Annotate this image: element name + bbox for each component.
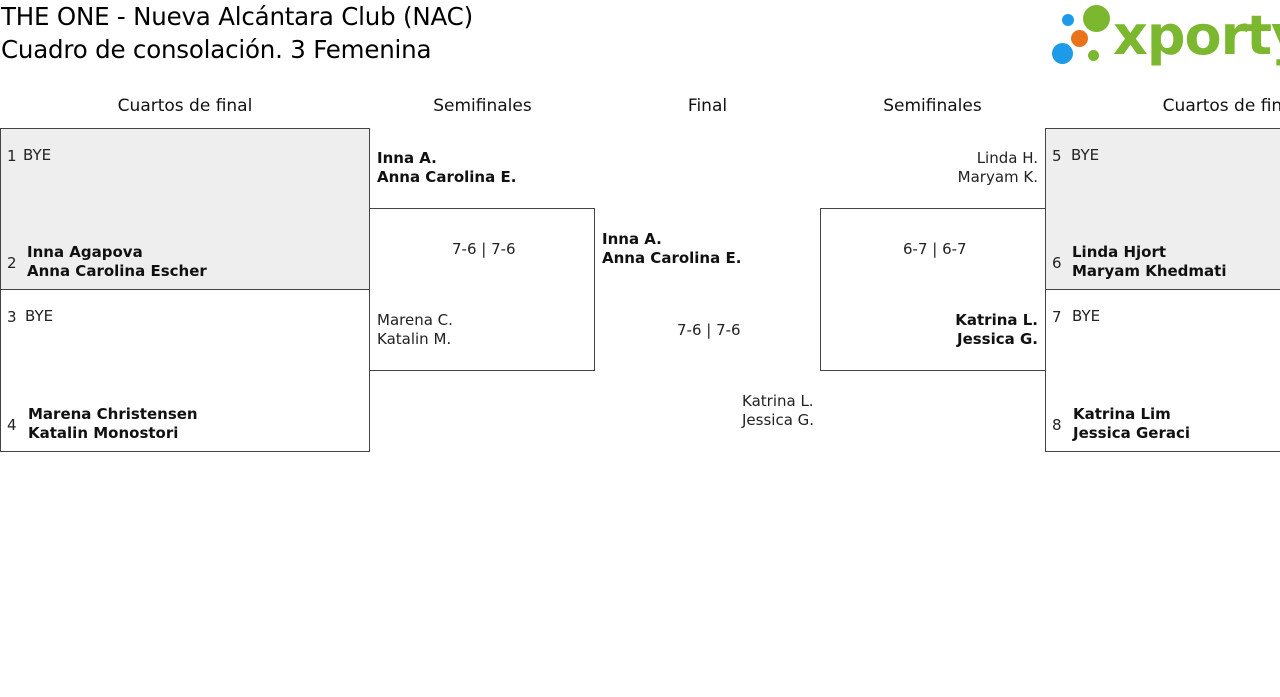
- left-sf-match: [369, 208, 595, 371]
- seed-number: 3: [7, 308, 17, 326]
- match-score: 7-6 | 7-6: [677, 321, 741, 339]
- player-name: Inna Agapova: [27, 243, 143, 261]
- match-score: 6-7 | 6-7: [903, 240, 967, 258]
- logo-dot-green-small: [1088, 50, 1099, 61]
- player-name: Katrina Lim: [1073, 405, 1171, 423]
- player-name: Jessica G.: [957, 330, 1038, 348]
- seed-number: 6: [1052, 254, 1062, 272]
- player-name: Linda H.: [976, 149, 1038, 167]
- left-qf-match-1: [0, 128, 370, 290]
- seed-number: 5: [1052, 147, 1062, 165]
- player-name: BYE: [23, 146, 52, 164]
- seed-number: 7: [1052, 308, 1062, 326]
- player-name: Inna A.: [602, 230, 662, 248]
- player-name: Anna Carolina E.: [602, 249, 742, 267]
- logo-dot-green: [1083, 5, 1110, 32]
- player-name: Marena Christensen: [28, 405, 198, 423]
- player-name: Linda Hjort: [1072, 243, 1167, 261]
- player-name: Anna Carolina E.: [377, 168, 517, 186]
- match-score: 7-6 | 7-6: [452, 240, 516, 258]
- logo-dot-blue-large: [1052, 43, 1073, 64]
- player-name: Katrina L.: [742, 392, 814, 410]
- player-name: Katalin Monostori: [28, 424, 179, 442]
- player-name: BYE: [1072, 307, 1101, 325]
- seed-number: 2: [7, 254, 17, 272]
- logo-wordmark: xporty: [1113, 4, 1280, 67]
- round-header-final: Final: [687, 96, 728, 116]
- seed-number: 1: [7, 147, 17, 165]
- player-name: Katalin M.: [377, 330, 452, 348]
- page-title: THE ONE - Nueva Alcántara Club (NAC): [1, 2, 473, 31]
- player-name: BYE: [25, 307, 54, 325]
- round-header-left-quarterfinals: Cuartos de final: [117, 96, 253, 116]
- round-header-left-semifinals: Semifinales: [433, 96, 532, 116]
- player-name: Jessica Geraci: [1073, 424, 1191, 442]
- seed-number: 8: [1052, 416, 1062, 434]
- player-name: Maryam K.: [957, 168, 1038, 186]
- player-name: Marena C.: [377, 311, 453, 329]
- xporty-logo: [1050, 2, 1278, 68]
- round-header-right-quarterfinals: Cuartos de final: [1162, 96, 1280, 116]
- player-name: Maryam Khedmati: [1072, 262, 1227, 280]
- player-name: Inna A.: [377, 149, 437, 167]
- page-subtitle: Cuadro de consolación. 3 Femenina: [1, 35, 432, 64]
- logo-dot-orange: [1071, 30, 1088, 47]
- player-name: Katrina L.: [955, 311, 1038, 329]
- player-name: Anna Carolina Escher: [27, 262, 207, 280]
- logo-dot-blue-small: [1062, 14, 1074, 26]
- player-name: Jessica G.: [742, 411, 815, 429]
- seed-number: 4: [7, 416, 17, 434]
- round-header-right-semifinals: Semifinales: [883, 96, 982, 116]
- player-name: BYE: [1071, 146, 1100, 164]
- right-qf-match-2: [1045, 289, 1280, 452]
